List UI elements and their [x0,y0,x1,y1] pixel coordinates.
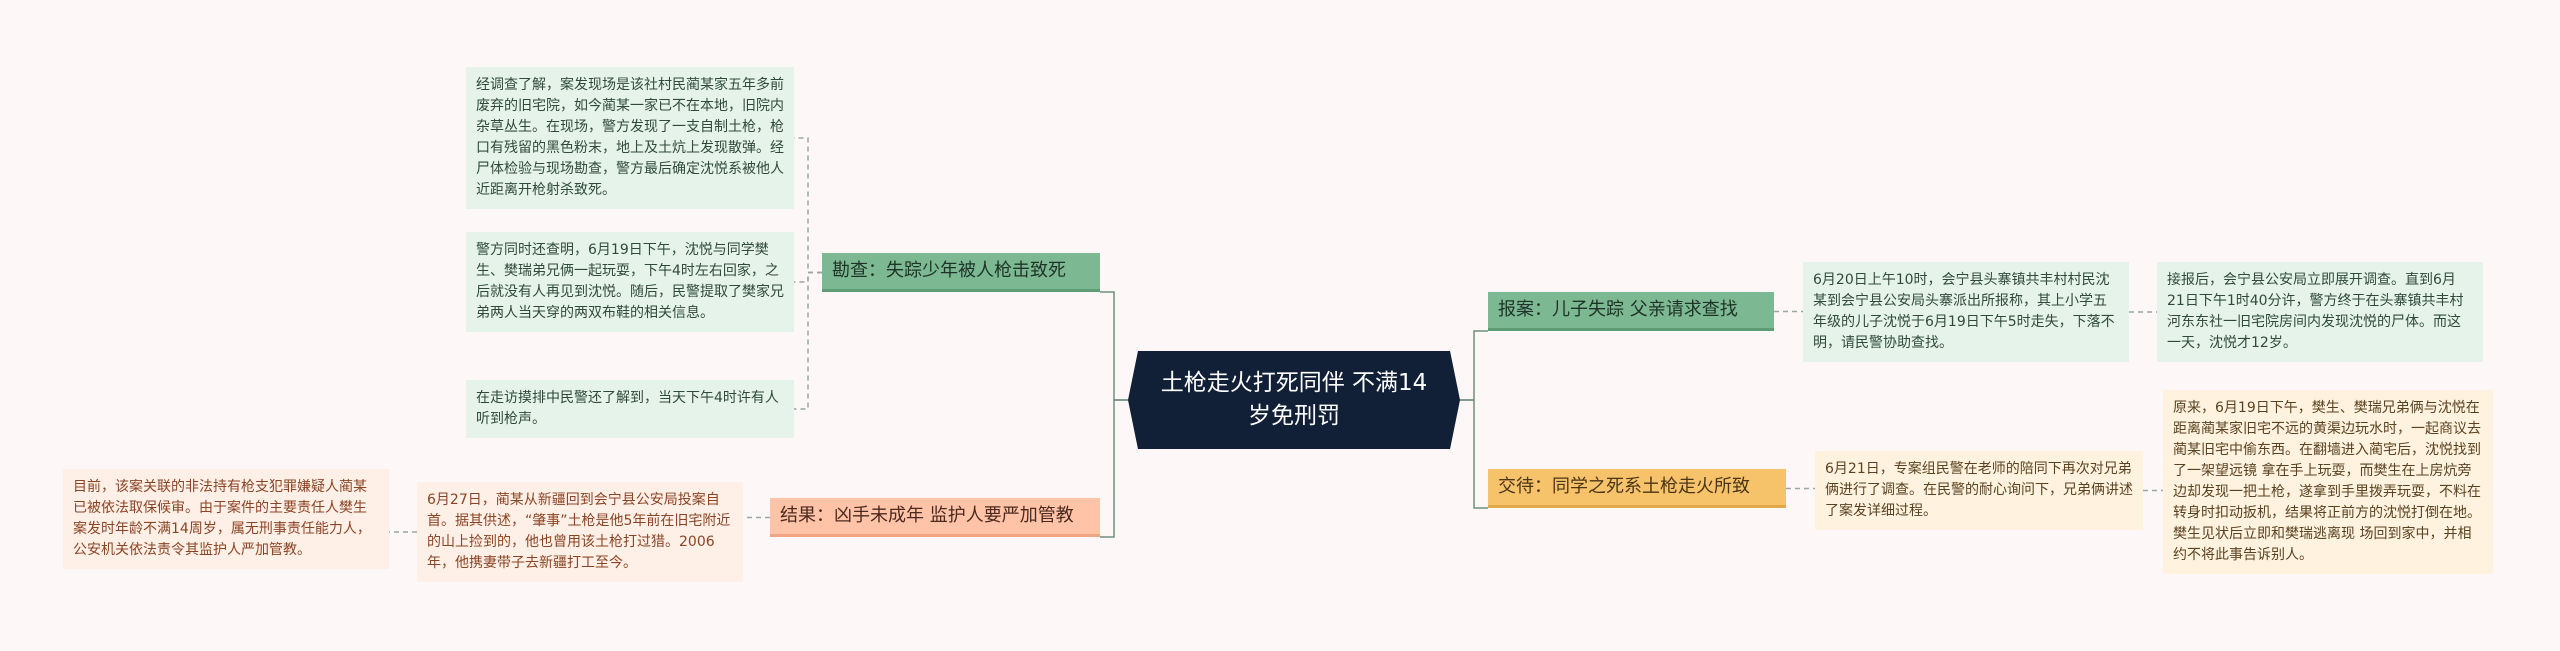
link-root-investigation [1100,291,1128,401]
branch-result-label: 结果：凶手未成年 监护人要严加管教 [780,505,1074,526]
branch-investigation[interactable]: 勘查：失踪少年被人枪击致死 [822,253,1100,292]
investigation-detail-witness[interactable]: 警方同时还查明，6月19日下午，沈悦与同学樊生、樊瑞弟兄俩一起玩耍，下午4时左右… [466,232,794,332]
link-root-confession [1460,399,1488,509]
investigation-detail-scene-text: 经调查了解，案发现场是该社村民蔺某家五年多前废弃的旧宅院，如今蔺某一家已不在本地… [476,77,784,198]
report-detail-missing-text: 6月20日上午10时，会宁县头寨镇共丰村村民沈某到会宁县公安局头寨派出所报称，其… [1813,272,2115,351]
branch-report[interactable]: 报案：儿子失踪 父亲请求查找 [1488,292,1774,331]
branch-confession-label: 交待：同学之死系土枪走火所致 [1498,476,1750,497]
confession-detail-account-text: 原来，6月19日下午，樊生、樊瑞兄弟俩与沈悦在距离蔺某家旧宅不远的黄渠边玩水时，… [2173,400,2481,563]
link-investigation-detail-0 [794,137,822,274]
investigation-detail-gunshot[interactable]: 在走访摸排中民警还了解到，当天下午4时许有人听到枪声。 [466,380,794,438]
investigation-detail-gunshot-text: 在走访摸排中民警还了解到，当天下午4时许有人听到枪声。 [476,390,779,427]
root-topic[interactable]: 土枪走火打死同伴 不满14岁免刑罚 [1128,351,1460,449]
link-investigation-detail-2 [794,271,822,410]
branch-result[interactable]: 结果：凶手未成年 监护人要严加管教 [770,498,1100,537]
root-topic-label: 土枪走火打死同伴 不满14岁免刑罚 [1160,370,1428,429]
confession-detail-account[interactable]: 原来，6月19日下午，樊生、樊瑞兄弟俩与沈悦在距离蔺某家旧宅不远的黄渠边玩水时，… [2163,390,2493,574]
confession-detail-interview-text: 6月21日，专案组民警在老师的陪同下再次对兄弟俩进行了调查。在民警的耐心询问下，… [1825,461,2133,519]
investigation-detail-scene[interactable]: 经调查了解，案发现场是该社村民蔺某家五年多前废弃的旧宅院，如今蔺某一家已不在本地… [466,67,794,209]
confession-detail-interview[interactable]: 6月21日，专案组民警在老师的陪同下再次对兄弟俩进行了调查。在民警的耐心询问下，… [1815,451,2143,530]
report-detail-missing[interactable]: 6月20日上午10时，会宁县头寨镇共丰村村民沈某到会宁县公安局头寨派出所报称，其… [1803,262,2129,362]
branch-report-label: 报案：儿子失踪 父亲请求查找 [1498,299,1738,320]
result-detail-ruling[interactable]: 目前，该案关联的非法持有枪支犯罪嫌疑人蔺某已被依法取保候审。由于案件的主要责任人… [63,469,389,569]
investigation-detail-witness-text: 警方同时还查明，6月19日下午，沈悦与同学樊生、樊瑞弟兄俩一起玩耍，下午4时左右… [476,242,784,321]
report-detail-found[interactable]: 接报后，会宁县公安局立即展开调查。直到6月21日下午1时40分许，警方终于在头寨… [2157,262,2483,362]
branch-investigation-label: 勘查：失踪少年被人枪击致死 [832,260,1066,281]
result-detail-surrender-text: 6月27日，蔺某从新疆回到会宁县公安局投案自首。据其供述，“肇事”土枪是他5年前… [427,492,731,571]
branch-confession[interactable]: 交待：同学之死系土枪走火所致 [1488,469,1786,508]
report-detail-found-text: 接报后，会宁县公安局立即展开调查。直到6月21日下午1时40分许，警方终于在头寨… [2167,272,2464,351]
result-detail-surrender[interactable]: 6月27日，蔺某从新疆回到会宁县公安局投案自首。据其供述，“肇事”土枪是他5年前… [417,482,743,582]
link-root-report [1460,330,1488,401]
result-detail-ruling-text: 目前，该案关联的非法持有枪支犯罪嫌疑人蔺某已被依法取保候审。由于案件的主要责任人… [73,479,371,558]
link-root-result [1100,399,1128,538]
